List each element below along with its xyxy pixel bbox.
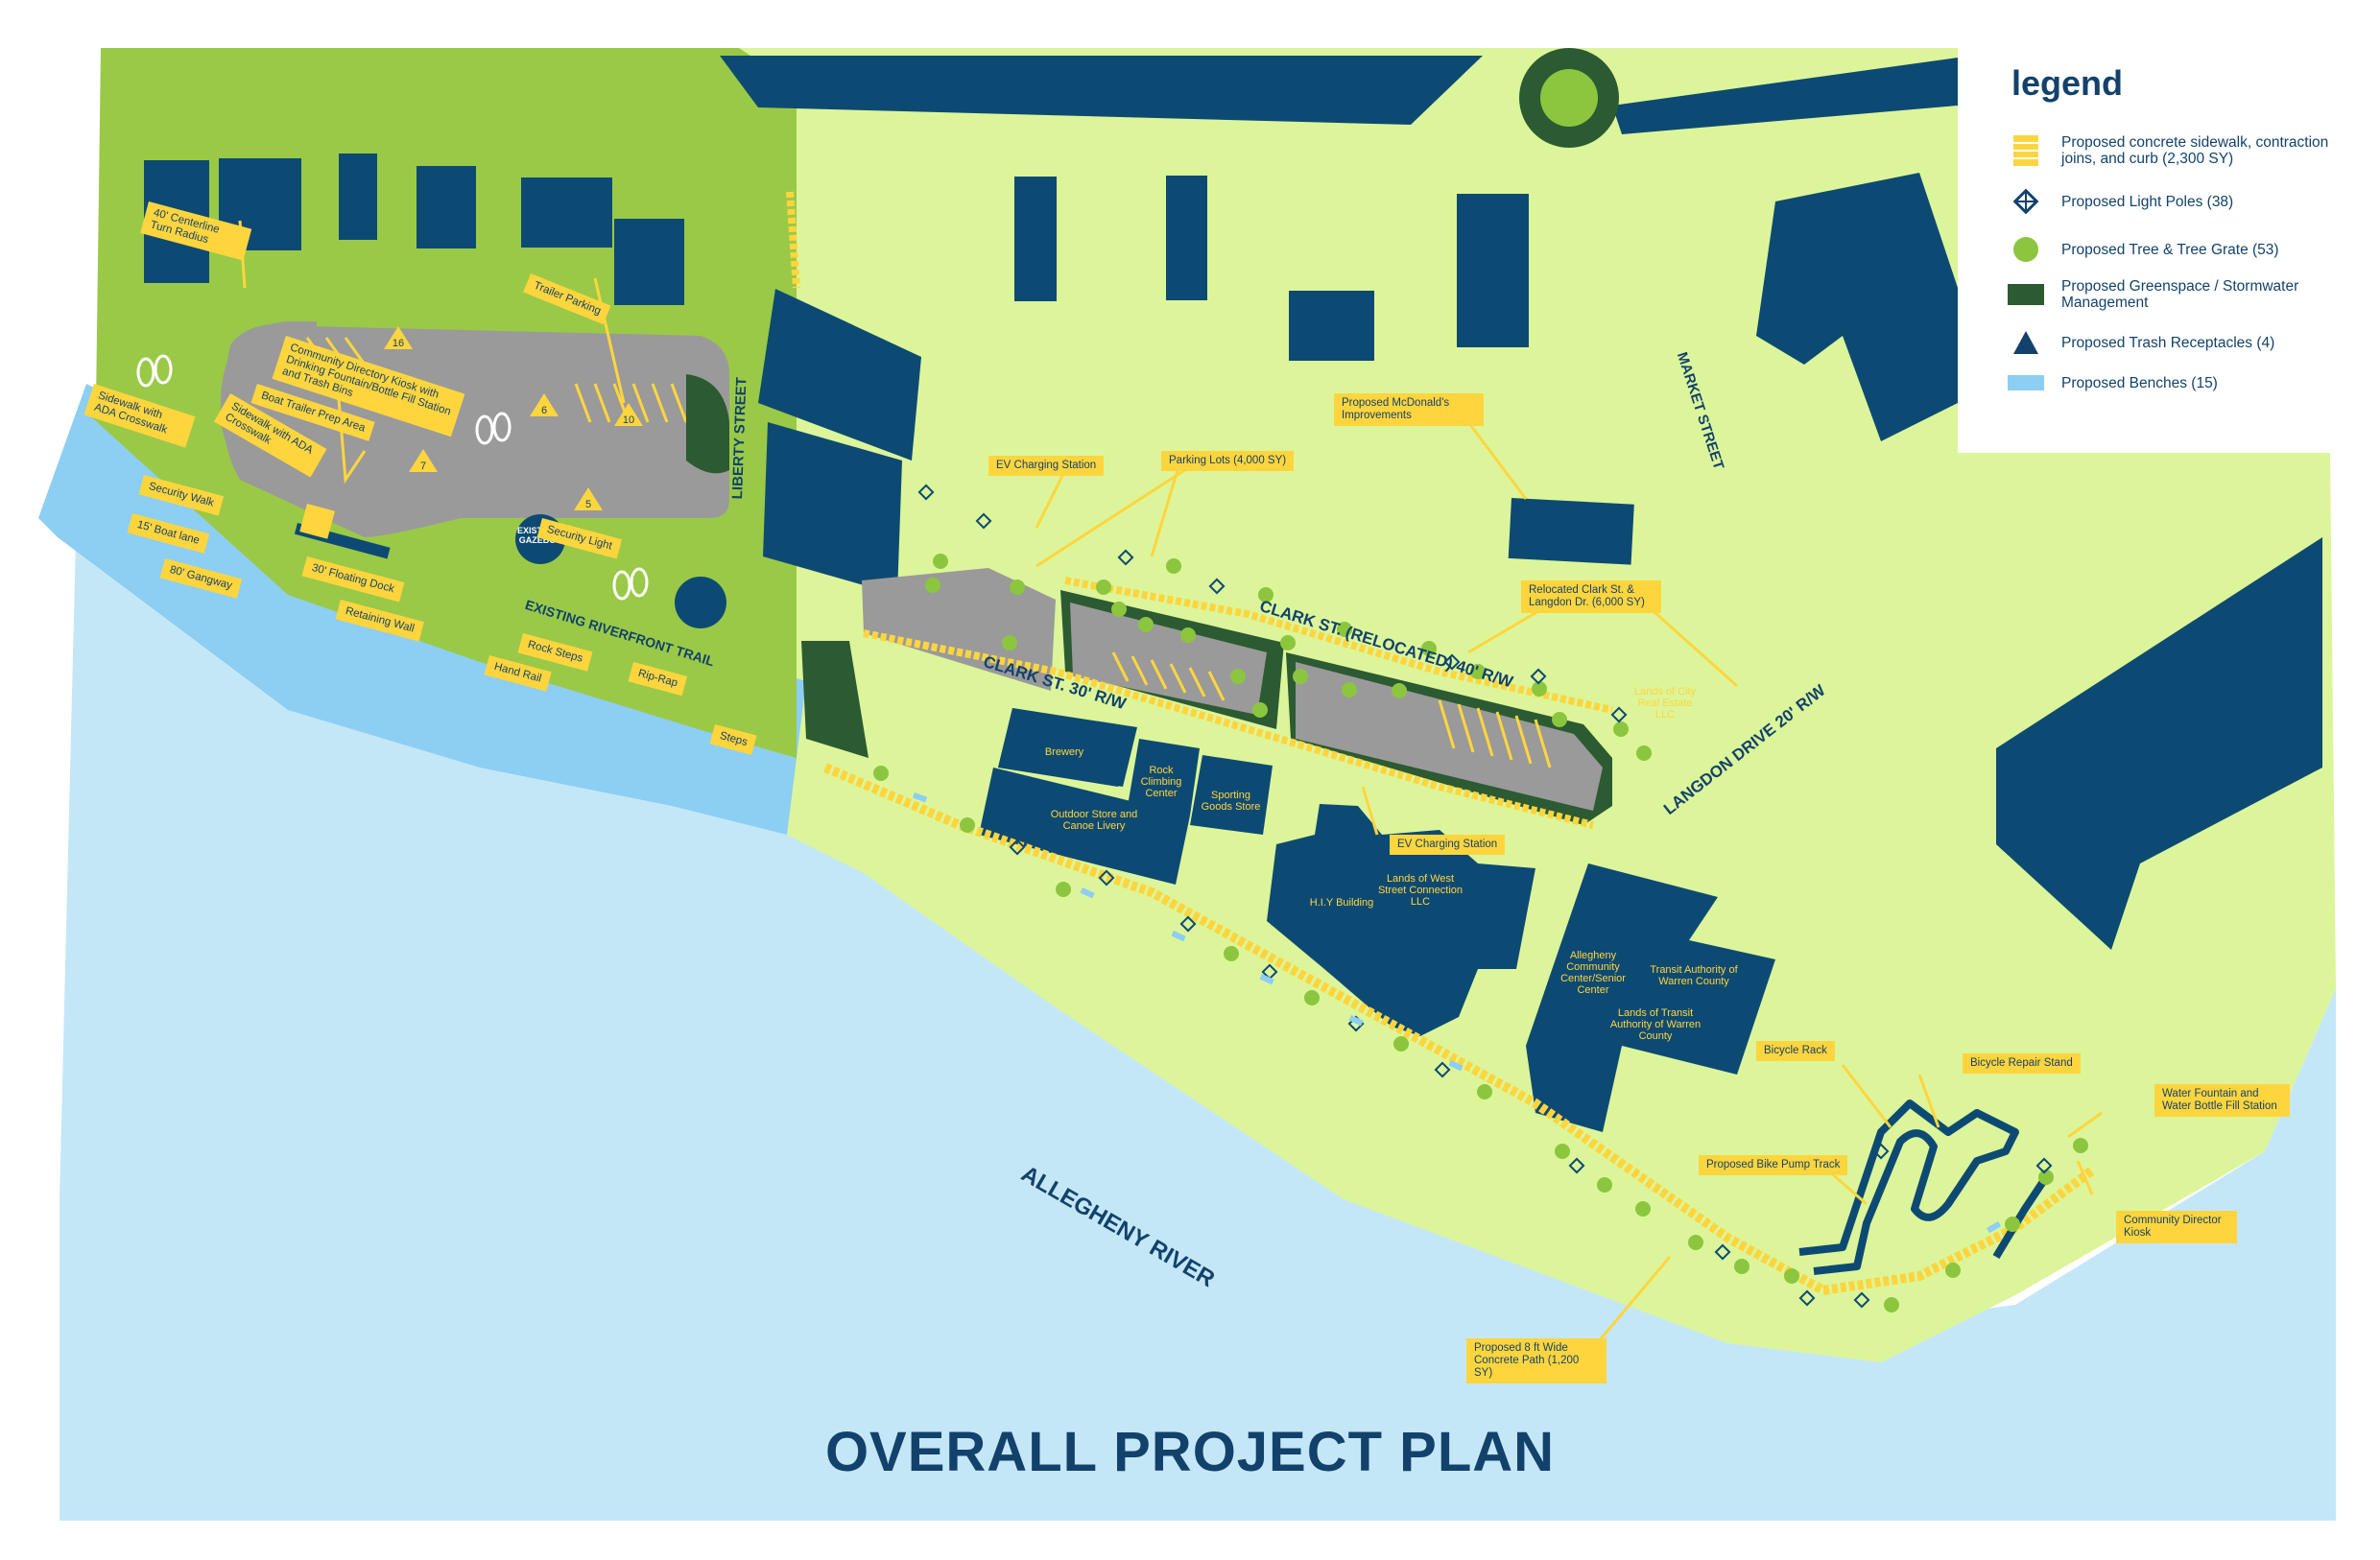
legend-item-benches: Proposed Benches (15) xyxy=(2008,359,2353,407)
parking-loop-road xyxy=(220,321,317,485)
legend-label-sidewalk: Proposed concrete sidewalk, contraction … xyxy=(2061,134,2329,167)
transit-authority-label: Transit Authority of Warren County xyxy=(1650,964,1738,987)
legend-panel: legend Proposed concrete sidewalk, contr… xyxy=(1958,50,2361,453)
callout-ev-charging-2: EV Charging Station xyxy=(1390,835,1506,855)
bike-pump-track xyxy=(1798,1099,2019,1275)
riverfront-shop-buildings xyxy=(998,708,1132,787)
clark-relocated-sidewalk xyxy=(1064,577,1613,714)
legend-item-greenspace: Proposed Greenspace / Stormwater Managem… xyxy=(2008,271,2353,319)
proposed-trees xyxy=(873,554,2088,1312)
callout-relocated-clark: Relocated Clark St. & Langdon Dr. (6,000… xyxy=(1521,580,1661,613)
callout-ev-charging-1: EV Charging Station xyxy=(988,456,1105,476)
existing-tree-circle xyxy=(675,577,726,628)
parking-number-5: 5 xyxy=(585,499,591,510)
legend-title: legend xyxy=(2011,63,2124,103)
parking-number-6: 6 xyxy=(541,405,547,416)
decorative-tree-icons xyxy=(136,354,649,601)
callout-mcdonalds: Proposed McDonald's Improvements xyxy=(1334,393,1484,426)
west-street-label: Lands of West Street Connection LLC xyxy=(1377,873,1464,908)
roundabout-center xyxy=(1540,69,1598,127)
gazebo-label: EXISTING GAZEBO xyxy=(516,526,558,545)
callout-community-director-kiosk: Community Director Kiosk xyxy=(2116,1211,2237,1243)
transit-authority-lands-label: Lands of Transit Authority of Warren Cou… xyxy=(1609,1007,1702,1042)
stormwater-greenspace-east xyxy=(801,641,869,758)
parking-number-7: 7 xyxy=(420,461,426,472)
legend-label-light-poles: Proposed Light Poles (38) xyxy=(2061,193,2234,210)
legend-label-trees: Proposed Tree & Tree Grate (53) xyxy=(2061,241,2279,258)
legend-item-trash: Proposed Trash Receptacles (4) xyxy=(2008,319,2353,366)
legend-item-trees: Proposed Tree & Tree Grate (53) xyxy=(2008,225,2353,273)
brewery-label: Brewery xyxy=(1044,746,1084,758)
concrete-sidewalks xyxy=(823,763,2095,1296)
bike-pump-track-inner xyxy=(1992,1177,2048,1260)
west-stormwater-greenspace xyxy=(686,374,729,474)
trash-triangle-icon xyxy=(2008,324,2044,361)
rock-climbing-label: Rock Climbing Center xyxy=(1140,765,1182,799)
sidewalk-swatch xyxy=(2008,132,2044,169)
callout-concrete-path: Proposed 8 ft Wide Concrete Path (1,200 … xyxy=(1466,1338,1606,1383)
proposed-light-poles xyxy=(917,484,2053,1309)
sporting-goods-label: Sporting Goods Store xyxy=(1201,790,1261,813)
callout-bicycle-rack: Bicycle Rack xyxy=(1756,1041,1835,1061)
liberty-street-sidewalk xyxy=(786,191,800,289)
clark-sidewalk xyxy=(863,629,1594,829)
tree-icon xyxy=(2008,231,2044,268)
proposed-benches xyxy=(912,792,2002,1234)
floating-dock xyxy=(294,504,391,559)
legend-item-sidewalk: Proposed concrete sidewalk, contraction … xyxy=(2008,127,2353,175)
hiy-building-label: H.I.Y Building xyxy=(1309,897,1374,909)
callout-water-fountain: Water Fountain and Water Bottle Fill Sta… xyxy=(2154,1084,2290,1117)
city-real-estate-label: Lands of City Real Estate LLC xyxy=(1633,686,1697,721)
page-title: OVERALL PROJECT PLAN xyxy=(824,1421,1556,1483)
buildings-north xyxy=(144,56,2322,950)
central-parking-stripes xyxy=(1111,651,1552,768)
legend-label-trash: Proposed Trash Receptacles (4) xyxy=(2061,334,2275,351)
callout-bicycle-repair: Bicycle Repair Stand xyxy=(1963,1053,2081,1074)
callout-parking-lots: Parking Lots (4,000 SY) xyxy=(1161,451,1295,471)
greenspace-swatch xyxy=(2008,276,2044,313)
legend-label-greenspace: Proposed Greenspace / Stormwater Managem… xyxy=(2061,278,2299,311)
clark-street-road xyxy=(869,580,1056,633)
allegheny-community-label: Allegheny Community Center/Senior Center xyxy=(1560,950,1626,996)
legend-label-benches: Proposed Benches (15) xyxy=(2061,374,2218,391)
legend-item-light-poles: Proposed Light Poles (38) xyxy=(2008,177,2353,225)
parking-number-10: 10 xyxy=(623,414,634,426)
bench-swatch xyxy=(2008,365,2044,401)
light-pole-icon xyxy=(2008,183,2044,220)
outdoor-store-label: Outdoor Store and Canoe Livery xyxy=(1050,809,1138,832)
callout-bike-pump-track: Proposed Bike Pump Track xyxy=(1699,1155,1848,1175)
parking-number-16: 16 xyxy=(393,338,404,349)
parking-number-markers xyxy=(384,326,643,510)
